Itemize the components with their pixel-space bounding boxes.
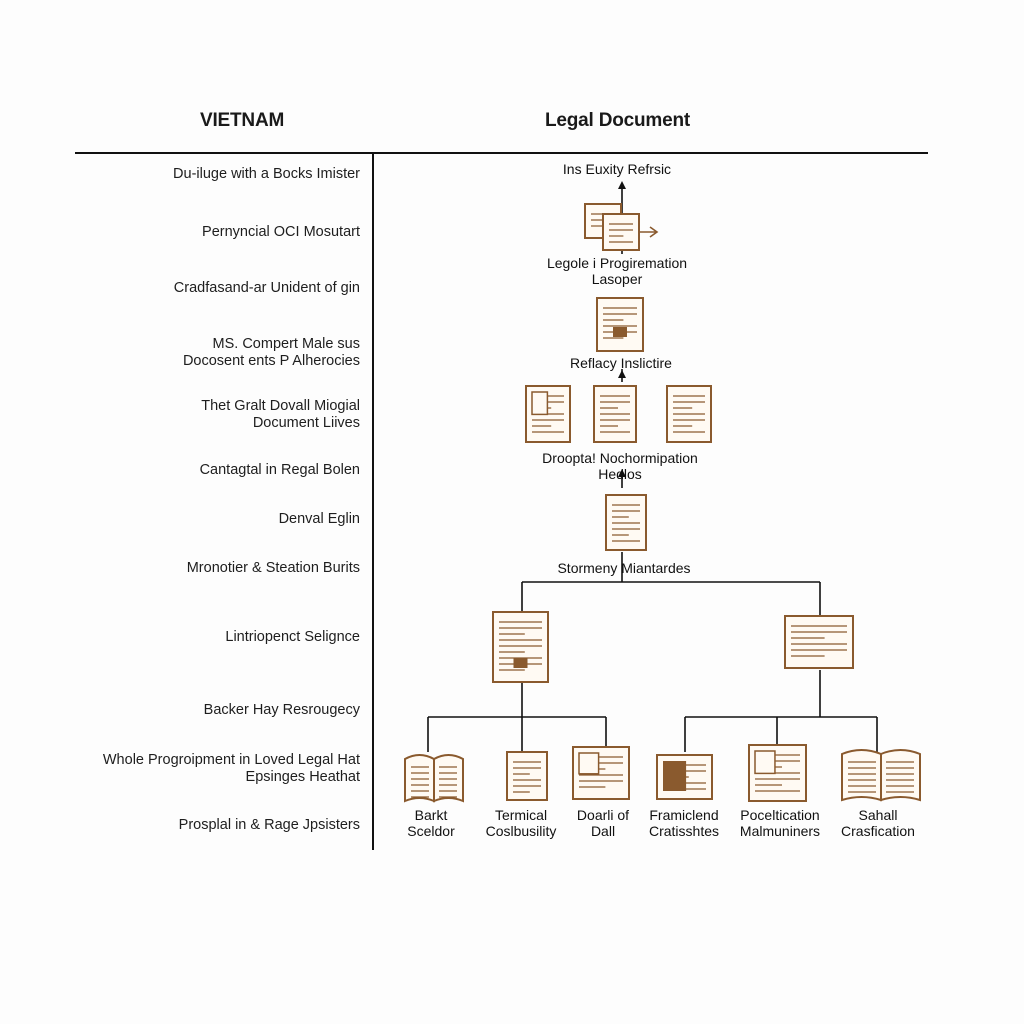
arrow-head [618,370,626,378]
left-list-item-line: MS. Compert Male sus [212,336,360,352]
left-list-item: Denval Eglin [40,511,360,528]
left-list-item-line: Cradfasand-ar Unident of gin [173,280,360,296]
node-label-n1: Ins Euxity Refrsic [563,161,671,177]
id-document-icon [748,744,807,802]
node-label-n2: Lasoper [592,271,643,287]
left-list-item-line: Prosplal in & Rage Jpsisters [178,817,360,833]
node-label-leaf4: Cratisshtes [649,823,719,839]
node-label-leaf6: Sahall [859,807,898,823]
document-icon [506,751,548,801]
left-list-item: Lintriopenct Selignce [40,629,360,646]
book-icon [841,749,921,802]
right-column-title: Legal Document [545,110,690,131]
node-label-n5: Stormeny Miantardes [557,560,690,576]
node-label-leaf1: Sceldor [407,823,455,839]
left-list-item-line: Denval Eglin [278,511,360,527]
node-label-n2: Legole i Progiremation [547,255,687,271]
left-list-item-line: Pernyncial OCI Mosutart [202,224,360,240]
left-column-title: VIETNAM [200,110,285,131]
left-list-item-line: Epsinges Heathat [245,769,360,785]
certificate-document-icon [596,297,644,352]
signed-document-icon [593,385,637,443]
left-list-item-line: Mronotier & Steation Burits [186,560,360,576]
stacked-document-icon [602,213,640,251]
node-label-leaf2: Coslbusility [486,823,557,839]
node-label-leaf6: Crasfication [841,823,915,839]
stacked-pages-icon [572,746,630,800]
image-document-icon [656,754,713,800]
node-label-n3: Reflacy Inslictire [570,355,672,371]
arrow-head [618,181,626,189]
left-list-item-line: Lintriopenct Selignce [225,629,360,645]
arrow-head [618,469,626,477]
node-label-leaf3: Doarli of [577,807,629,823]
node-label-leaf1: Barkt [415,807,448,823]
left-list-item: Cradfasand-ar Unident of gin [40,280,360,297]
node-label-leaf2: Termical [495,807,547,823]
left-list-item: Prosplal in & Rage Jpsisters [40,817,360,834]
left-list-item: Mronotier & Steation Burits [40,560,360,577]
left-list-item: Du-iluge with a Bocks Imister [40,166,360,183]
left-list-item-line: Document Liives [252,415,360,431]
document-icon [666,385,712,443]
scroll-document-icon [784,615,854,669]
icons [404,203,921,803]
node-label-leaf5: Malmuniners [740,823,820,839]
form-document-icon [525,385,571,443]
node-label-n4: Droopta! Nochormipation [542,450,698,466]
left-list-item: Backer Hay Resrougecy [40,702,360,719]
open-book-icon [404,754,464,803]
arrow-right-icon [639,226,659,238]
node-label-leaf4: Framiclend [649,807,718,823]
node-label-leaf3: Dall [591,823,615,839]
left-list-item-line: Du-iluge with a Bocks Imister [173,166,360,182]
left-list-item-line: Cantagtal in Regal Bolen [199,462,360,478]
left-list-item: Pernyncial OCI Mosutart [40,224,360,241]
left-list-item: Cantagtal in Regal Bolen [40,462,360,479]
node-label-leaf5: Poceltication [740,807,819,823]
sealed-document-icon [492,611,549,683]
contract-document-icon [605,494,647,551]
left-list-item-line: Whole Progroipment in Loved Legal Hat [102,752,360,768]
left-list-item-line: Docosent ents P Alherocies [182,353,360,369]
node-label-n4: Hedlos [598,466,642,482]
left-list-item-line: Thet Gralt Dovall Miogial [201,398,360,414]
left-list-item-line: Backer Hay Resrougecy [203,702,360,718]
